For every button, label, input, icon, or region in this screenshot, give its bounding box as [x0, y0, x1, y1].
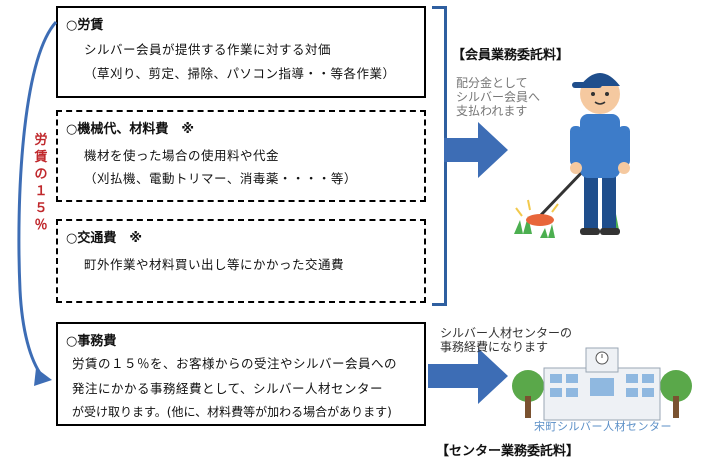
transport-heading: ○交通費 ※ [66, 231, 142, 246]
labor-box: ○労賃 シルバー会員が提供する作業に対する対価 （草刈り、剪定、掃除、パソコン指… [56, 6, 426, 98]
member-fee-tag: 【会員業務委託料】 [452, 48, 570, 63]
side-label-char: 賃 [34, 150, 48, 165]
arrow-to-member [444, 122, 508, 178]
center-note-line: 事務経費になります [440, 340, 549, 354]
side-label-char: ％ [34, 218, 48, 233]
transport-line-1: 町外作業や材料買い出し等にかかった交通費 [84, 257, 345, 272]
office-expense-line-1: 労賃の１５％を、お客様からの受注やシルバー会員への [72, 356, 398, 371]
equipment-heading: ○機械代、材料費 ※ [66, 122, 194, 137]
labor-line-2: （草刈り、剪定、掃除、パソコン指導・・等各作業） [84, 66, 396, 81]
worker-illustration [514, 73, 630, 238]
office-expense-line-3: が受け取ります。(他に、材料費等が加わる場合があります) [72, 405, 392, 419]
building-sign: 宋町シルバー人材センター [534, 420, 672, 433]
center-fee-tag: 【センター業務委託料】 [436, 444, 580, 459]
equipment-box: ○機械代、材料費 ※ 機材を使った場合の使用料や代金 （刈払機、電動トリマー、消… [56, 110, 426, 202]
side-label-char: 労 [34, 133, 48, 148]
curved-arrow [17, 21, 58, 386]
side-label-char: １ [34, 184, 48, 199]
side-label-char: の [34, 167, 48, 182]
center-note-line: シルバー人材センターの [440, 326, 573, 340]
side-label-char: ５ [34, 201, 48, 216]
office-expense-heading: ○事務費 [66, 334, 117, 349]
building-illustration [512, 347, 692, 421]
member-note-line: シルバー会員へ [456, 90, 541, 104]
office-expense-line-2: 発注にかかる事務経費として、シルバー人材センター [72, 381, 384, 396]
transport-box: ○交通費 ※ 町外作業や材料買い出し等にかかった交通費 [56, 219, 426, 303]
member-note-line: 支払われます [456, 104, 528, 118]
arrow-to-center [428, 348, 508, 404]
labor-fifteen-percent-label: 労 賃 の １ ５ ％ [30, 132, 52, 234]
member-note: 配分金として シルバー会員へ 支払われます [456, 76, 540, 118]
labor-line-1: シルバー会員が提供する作業に対する対価 [84, 42, 332, 57]
labor-heading: ○労賃 [66, 18, 104, 33]
office-expense-box: ○事務費 労賃の１５％を、お客様からの受注やシルバー会員への 発注にかかる事務経… [56, 322, 426, 426]
equipment-line-2: （刈払機、電動トリマー、消毒薬・・・・等） [84, 171, 357, 186]
member-note-line: 配分金として [456, 76, 528, 90]
center-note: シルバー人材センターの 事務経費になります [440, 326, 572, 354]
equipment-line-1: 機材を使った場合の使用料や代金 [84, 148, 280, 163]
